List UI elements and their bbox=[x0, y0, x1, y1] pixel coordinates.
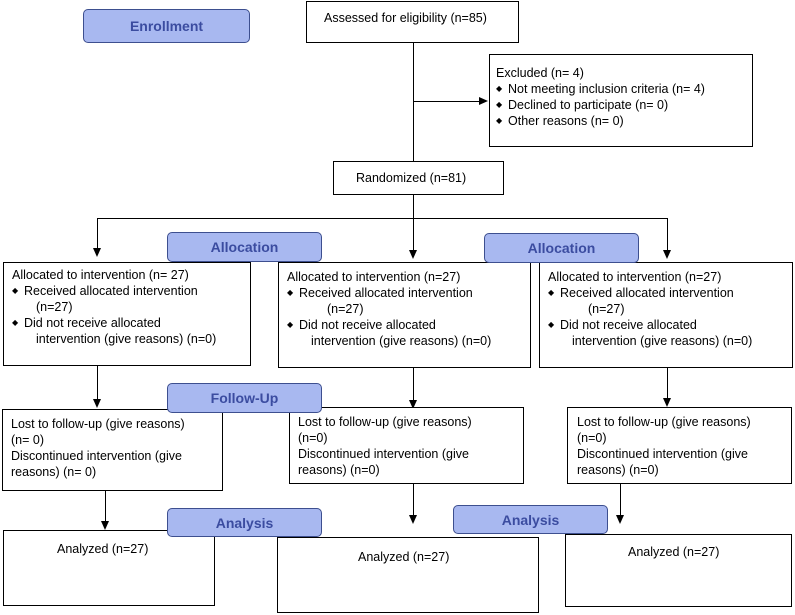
assessed-box: Assessed for eligibility (n=85) bbox=[306, 1, 519, 43]
connector-right-branch bbox=[667, 218, 668, 250]
allocation-title: Allocated to intervention (n=27) bbox=[287, 270, 461, 284]
arrow-followup-analysis-middle bbox=[409, 515, 417, 524]
allocation-received-count: (n=27) bbox=[36, 300, 73, 314]
allocation-title: Allocated to intervention (n= 27) bbox=[12, 268, 189, 282]
followup-discontinued: Discontinued intervention (give bbox=[577, 447, 748, 461]
bullet-icon: ◆ bbox=[548, 288, 555, 297]
analysis-box-1: Analyzed (n=27) bbox=[3, 530, 215, 606]
allocation-received: ◆Received allocated intervention bbox=[548, 286, 734, 300]
allocation-box-2: Allocated to intervention (n=27) ◆Receiv… bbox=[278, 262, 531, 368]
followup-discontinued-count: reasons) (n=0) bbox=[298, 463, 380, 477]
followup-lost: Lost to follow-up (give reasons) bbox=[577, 415, 751, 429]
randomized-label: Randomized (n=81) bbox=[356, 171, 467, 185]
arrow-followup-analysis-left bbox=[101, 521, 109, 530]
followup-lost: Lost to follow-up (give reasons) bbox=[11, 417, 185, 431]
arrow-alloc-followup-left bbox=[93, 399, 101, 408]
analysis-box-2: Analyzed (n=27) bbox=[277, 537, 539, 613]
connector-left-branch bbox=[97, 218, 98, 248]
excluded-item: ◆Declined to participate (n= 0) bbox=[496, 98, 669, 112]
bullet-icon: ◆ bbox=[12, 318, 19, 327]
connector-alloc-followup-left bbox=[97, 366, 98, 399]
connector-alloc-followup-middle bbox=[413, 368, 414, 400]
bullet-icon: ◆ bbox=[496, 100, 503, 109]
analysis-label: Analyzed (n=27) bbox=[628, 545, 720, 559]
stage-allocation-right: Allocation bbox=[484, 233, 639, 263]
connector-alloc-followup-right bbox=[667, 368, 668, 398]
followup-lost-count: (n=0) bbox=[577, 431, 607, 445]
connector-middle-branch bbox=[413, 218, 414, 250]
allocation-not-received: ◆Did not receive allocated bbox=[287, 318, 436, 332]
excluded-title: Excluded (n= 4) bbox=[496, 66, 584, 80]
arrow-alloc-followup-right bbox=[663, 398, 671, 407]
followup-box-2: Lost to follow-up (give reasons) (n=0) D… bbox=[289, 407, 524, 484]
bullet-icon: ◆ bbox=[548, 320, 555, 329]
followup-discontinued-count: reasons) (n= 0) bbox=[11, 465, 97, 479]
followup-lost-count: (n=0) bbox=[298, 431, 328, 445]
randomized-box: Randomized (n=81) bbox=[333, 161, 504, 195]
arrow-excluded bbox=[479, 97, 488, 105]
bullet-icon: ◆ bbox=[496, 116, 503, 125]
stage-analysis-right: Analysis bbox=[453, 505, 608, 534]
allocation-received: ◆Received allocated intervention bbox=[12, 284, 198, 298]
allocation-received-count: (n=27) bbox=[327, 302, 364, 316]
allocation-not-received: ◆Did not receive allocated bbox=[12, 316, 161, 330]
connector-excluded bbox=[413, 101, 481, 102]
followup-box-3: Lost to follow-up (give reasons) (n=0) D… bbox=[567, 407, 792, 484]
arrow-middle-branch bbox=[409, 250, 417, 259]
allocation-title: Allocated to intervention (n=27) bbox=[548, 270, 722, 284]
stage-enrollment: Enrollment bbox=[83, 9, 250, 43]
followup-lost-count: (n= 0) bbox=[11, 433, 45, 447]
stage-follow-up: Follow-Up bbox=[167, 383, 322, 413]
excluded-item: ◆Not meeting inclusion criteria (n= 4) bbox=[496, 82, 705, 96]
followup-discontinued: Discontinued intervention (give bbox=[11, 449, 182, 463]
followup-box-1: Lost to follow-up (give reasons) (n= 0) … bbox=[2, 409, 223, 491]
bullet-icon: ◆ bbox=[287, 288, 294, 297]
followup-discontinued: Discontinued intervention (give bbox=[298, 447, 469, 461]
allocation-received-count: (n=27) bbox=[588, 302, 625, 316]
bullet-icon: ◆ bbox=[496, 84, 503, 93]
allocation-received: ◆Received allocated intervention bbox=[287, 286, 473, 300]
arrow-left-branch bbox=[93, 248, 101, 257]
connector-followup-analysis-right bbox=[620, 484, 621, 515]
followup-lost: Lost to follow-up (give reasons) bbox=[298, 415, 472, 429]
excluded-item: ◆Other reasons (n= 0) bbox=[496, 114, 624, 128]
connector-randomized bbox=[413, 195, 414, 218]
connector-main-vertical bbox=[413, 43, 414, 161]
analysis-label: Analyzed (n=27) bbox=[358, 550, 450, 564]
connector-followup-analysis-left bbox=[105, 491, 106, 521]
assessed-label: Assessed for eligibility (n=85) bbox=[324, 11, 487, 25]
connector-followup-analysis-middle bbox=[413, 484, 414, 515]
analysis-box-3: Analyzed (n=27) bbox=[565, 534, 792, 607]
stage-allocation-left: Allocation bbox=[167, 232, 322, 262]
allocation-box-1: Allocated to intervention (n= 27) ◆Recei… bbox=[3, 262, 251, 366]
arrow-followup-analysis-right bbox=[616, 515, 624, 524]
allocation-not-received-detail: intervention (give reasons) (n=0) bbox=[311, 334, 492, 348]
followup-discontinued-count: reasons) (n=0) bbox=[577, 463, 659, 477]
allocation-not-received-detail: intervention (give reasons) (n=0) bbox=[572, 334, 753, 348]
allocation-box-3: Allocated to intervention (n=27) ◆Receiv… bbox=[539, 262, 793, 368]
arrow-alloc-followup-middle bbox=[409, 400, 417, 409]
bullet-icon: ◆ bbox=[287, 320, 294, 329]
arrow-right-branch bbox=[663, 250, 671, 259]
allocation-not-received: ◆Did not receive allocated bbox=[548, 318, 697, 332]
stage-analysis-left: Analysis bbox=[167, 508, 322, 537]
excluded-box: Excluded (n= 4) ◆Not meeting inclusion c… bbox=[489, 54, 753, 147]
analysis-label: Analyzed (n=27) bbox=[57, 542, 149, 556]
bullet-icon: ◆ bbox=[12, 286, 19, 295]
allocation-not-received-detail: intervention (give reasons) (n=0) bbox=[36, 332, 217, 346]
connector-horizontal-split bbox=[97, 218, 667, 219]
